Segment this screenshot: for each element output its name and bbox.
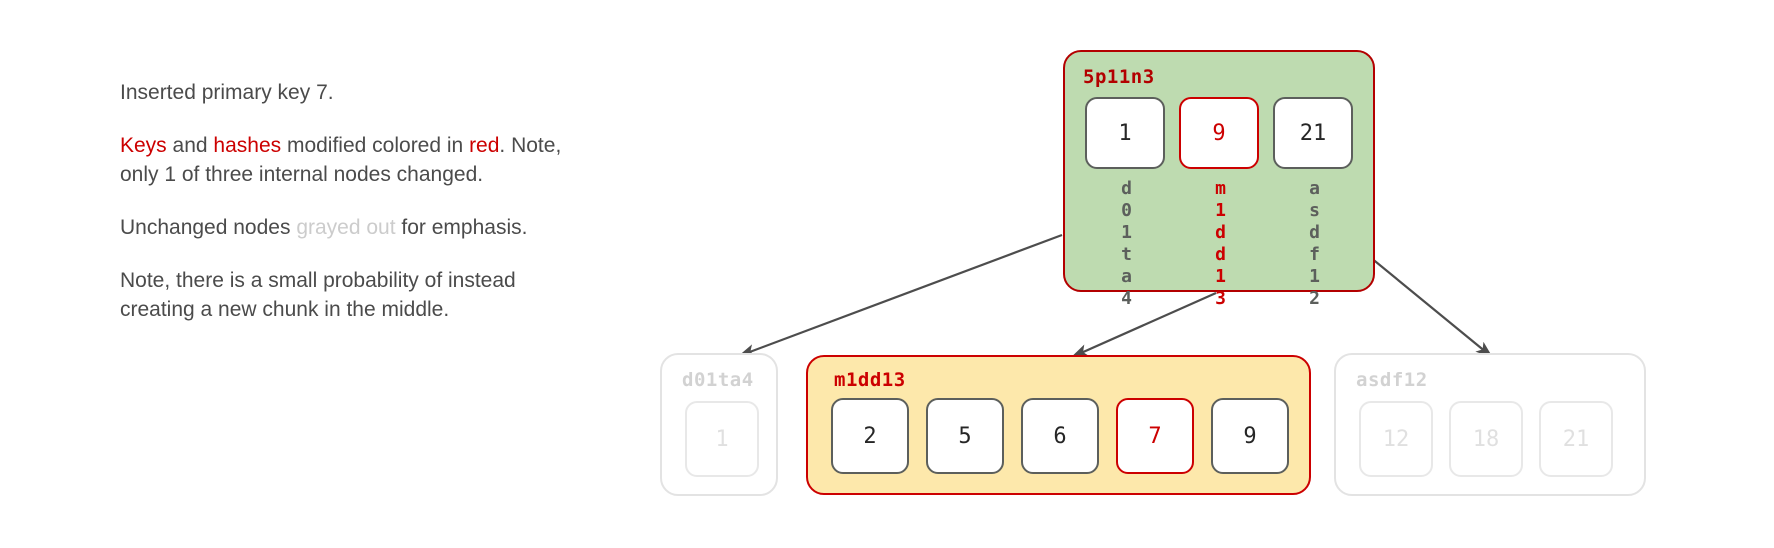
key-cell-21[interactable]: 21 (1273, 97, 1353, 169)
key-cell-9[interactable]: 9 (1211, 398, 1289, 474)
edge-root-to-m1dd13 (1070, 291, 1217, 359)
caption-line-inserted-key: Inserted primary key 7. (120, 81, 334, 104)
caption-grayed-out-words: grayed out (296, 216, 396, 239)
d01ta4-key-cells: 1 (685, 401, 759, 477)
node-hash-label-m1dd13: m1dd13 (834, 369, 906, 391)
caption-and-word: and (166, 134, 214, 157)
edge-root-to-d01ta4 (737, 233, 1063, 358)
key-cell-2[interactable]: 2 (831, 398, 909, 474)
asdf12-key-cells: 12 18 21 (1359, 401, 1613, 477)
caption-paragraph-4: Note, there is a small probability of in… (120, 266, 590, 324)
key-cell-12[interactable]: 12 (1359, 401, 1433, 477)
caption-probability-note: Note, there is a small probability of in… (120, 269, 516, 321)
key-cell-9[interactable]: 9 (1179, 97, 1259, 169)
caption-red-word: red (469, 134, 500, 157)
node-hash-label-d01ta4: d01ta4 (682, 369, 754, 391)
caption-modified-phrase: modified colored in (281, 134, 470, 157)
child-hash-m1dd13: m1dd13 (1210, 178, 1231, 310)
key-cell-18[interactable]: 18 (1449, 401, 1523, 477)
caption-emphasis-suffix: for emphasis. (395, 216, 528, 239)
caption-note-internal-nodes: . Note, only 1 of three internal nodes c… (120, 134, 562, 186)
tree-node-leaf-asdf12[interactable]: asdf12 12 18 21 (1334, 353, 1646, 496)
node-hash-label-asdf12: asdf12 (1356, 369, 1428, 391)
tree-node-leaf-m1dd13[interactable]: m1dd13 2 5 6 7 9 (806, 355, 1311, 495)
child-hash-asdf12: asdf12 (1304, 178, 1325, 310)
caption-unchanged-prefix: Unchanged nodes (120, 216, 297, 239)
caption-keys-word: Keys (120, 134, 167, 157)
tree-node-root-5p11n3[interactable]: 5p11n3 1 9 21 d01ta4 m1dd13 asdf12 (1063, 50, 1375, 310)
explanation-text: Inserted primary key 7. Keys and hashes … (120, 78, 590, 324)
caption-paragraph-3: Unchanged nodes grayed out for emphasis. (120, 213, 590, 242)
key-cell-1[interactable]: 1 (685, 401, 759, 477)
key-cell-5[interactable]: 5 (926, 398, 1004, 474)
caption-paragraph-2: Keys and hashes modified colored in red.… (120, 131, 590, 189)
m1dd13-key-cells: 2 5 6 7 9 (831, 398, 1289, 474)
caption-hashes-word: hashes (213, 134, 282, 157)
key-cell-7[interactable]: 7 (1116, 398, 1194, 474)
child-hash-d01ta4: d01ta4 (1116, 178, 1137, 310)
root-key-cells: 1 9 21 (1085, 97, 1353, 169)
caption-paragraph-1: Inserted primary key 7. (120, 78, 590, 107)
key-cell-21[interactable]: 21 (1539, 401, 1613, 477)
node-hash-label-root: 5p11n3 (1083, 66, 1155, 88)
key-cell-1[interactable]: 1 (1085, 97, 1165, 169)
tree-node-leaf-d01ta4[interactable]: d01ta4 1 (660, 353, 778, 496)
key-cell-6[interactable]: 6 (1021, 398, 1099, 474)
